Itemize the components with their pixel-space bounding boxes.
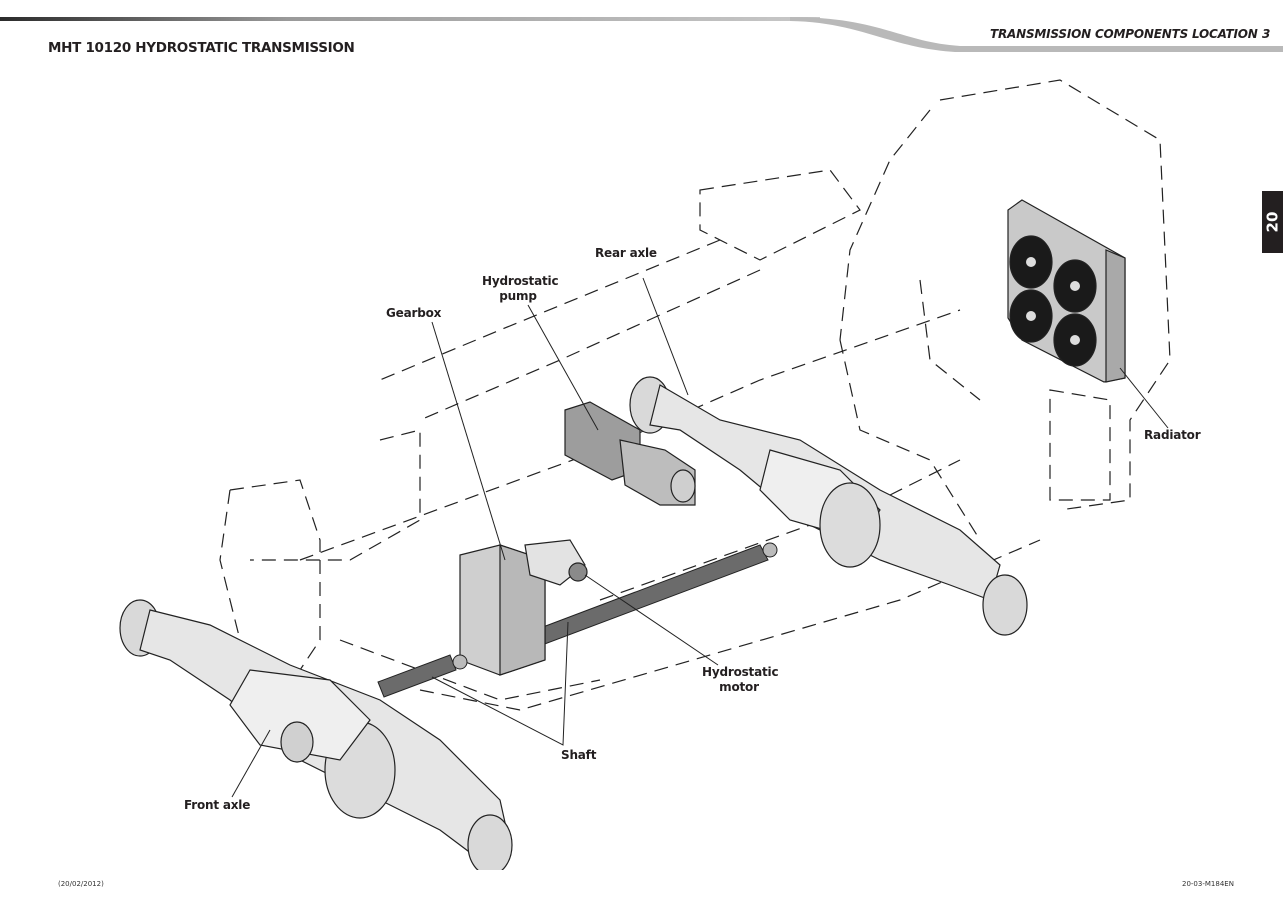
callout-front-axle: Front axle	[184, 798, 251, 812]
hydrostatic-pump	[564, 401, 696, 506]
leader-radiator	[1119, 367, 1169, 429]
callout-rear-axle: Rear axle	[595, 246, 657, 260]
radiator	[1007, 199, 1126, 383]
header-rule	[0, 17, 820, 21]
callout-hydrostatic-pump: Hydrostatic pump	[482, 274, 559, 303]
callout-radiator: Radiator	[1144, 428, 1201, 442]
section-title: TRANSMISSION COMPONENTS LOCATION	[990, 27, 1258, 41]
transmission-illustration	[119, 79, 1171, 870]
callout-hydrostatic-motor: Hydrostatic motor	[702, 665, 779, 694]
leader-front-axle	[231, 729, 271, 798]
leader-hydrostatic-pump	[527, 304, 599, 431]
rear-axle	[629, 376, 1028, 636]
leader-lines	[231, 277, 1169, 798]
leader-gearbox	[431, 321, 506, 561]
leader-rear-axle	[642, 277, 689, 396]
document-title: MHT 10120 HYDROSTATIC TRANSMISSION	[48, 40, 355, 56]
chassis-outline	[219, 79, 1171, 711]
front-shaft	[377, 654, 468, 698]
leader-shaft	[431, 621, 569, 746]
page-number: 3	[1262, 27, 1271, 41]
leader-hydrostatic-motor	[584, 574, 719, 666]
footer-date: (20/02/2012)	[58, 880, 104, 888]
callout-gearbox: Gearbox	[386, 306, 442, 320]
chapter-tab[interactable]: 20	[1262, 191, 1283, 253]
front-axle	[119, 599, 513, 870]
header-band	[0, 17, 1283, 52]
header-swoosh	[790, 17, 1283, 52]
callout-shaft: Shaft	[561, 748, 597, 762]
gearbox	[459, 539, 588, 676]
rear-shaft	[534, 542, 778, 646]
footer-reference: 20-03-M184EN	[1182, 880, 1234, 888]
